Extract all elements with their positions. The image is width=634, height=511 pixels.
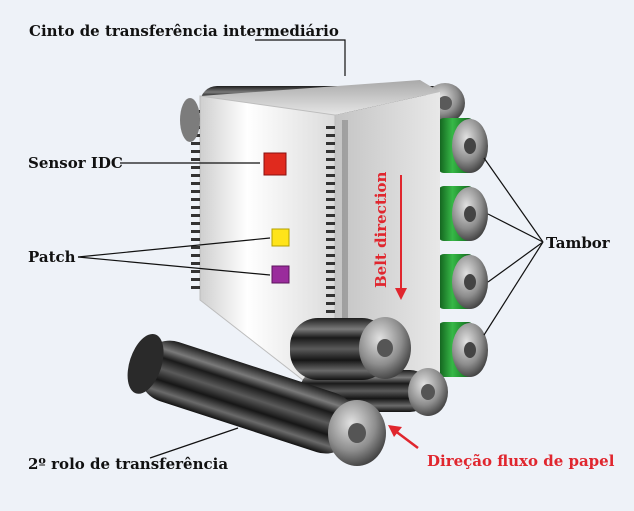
drum-label: Tambor xyxy=(546,234,610,252)
lower-roller-front xyxy=(290,317,411,380)
drum-1 xyxy=(438,118,488,173)
patch-magenta xyxy=(271,265,290,284)
leader-belt xyxy=(255,39,346,76)
belt-title-label: Cinto de transferência intermediário xyxy=(29,22,339,40)
sensor-label: Sensor IDC xyxy=(28,154,123,172)
leader-drum-1 xyxy=(483,157,544,243)
second-transfer-roller-cap xyxy=(328,400,386,466)
drum-3 xyxy=(438,254,488,309)
leader-lines xyxy=(77,39,544,459)
belt-direction-label: Belt direction xyxy=(372,171,390,288)
leader-transfer-roller xyxy=(149,427,239,459)
leader-patch-magenta xyxy=(77,256,271,276)
transfer-roller-label: 2º rolo de transferência xyxy=(28,455,229,473)
leader-patch-yellow xyxy=(77,237,271,258)
sensor-idc-square xyxy=(263,152,287,176)
paper-flow-arrow xyxy=(388,425,419,449)
patch-yellow xyxy=(271,228,290,247)
second-transfer-roller xyxy=(127,333,357,454)
drum-2 xyxy=(438,186,488,241)
belt-direction-arrow xyxy=(395,175,407,300)
paper-flow-label: Direção fluxo de papel xyxy=(427,452,615,470)
leader-drum-2 xyxy=(487,213,544,243)
top-roller-front xyxy=(180,98,200,142)
leader-drum-4 xyxy=(483,241,544,336)
belt-side-perforations xyxy=(342,120,348,398)
belt-top xyxy=(200,80,440,115)
drum-4 xyxy=(438,322,488,377)
patch-label: Patch xyxy=(28,248,76,266)
leader-drum-3 xyxy=(487,241,544,283)
